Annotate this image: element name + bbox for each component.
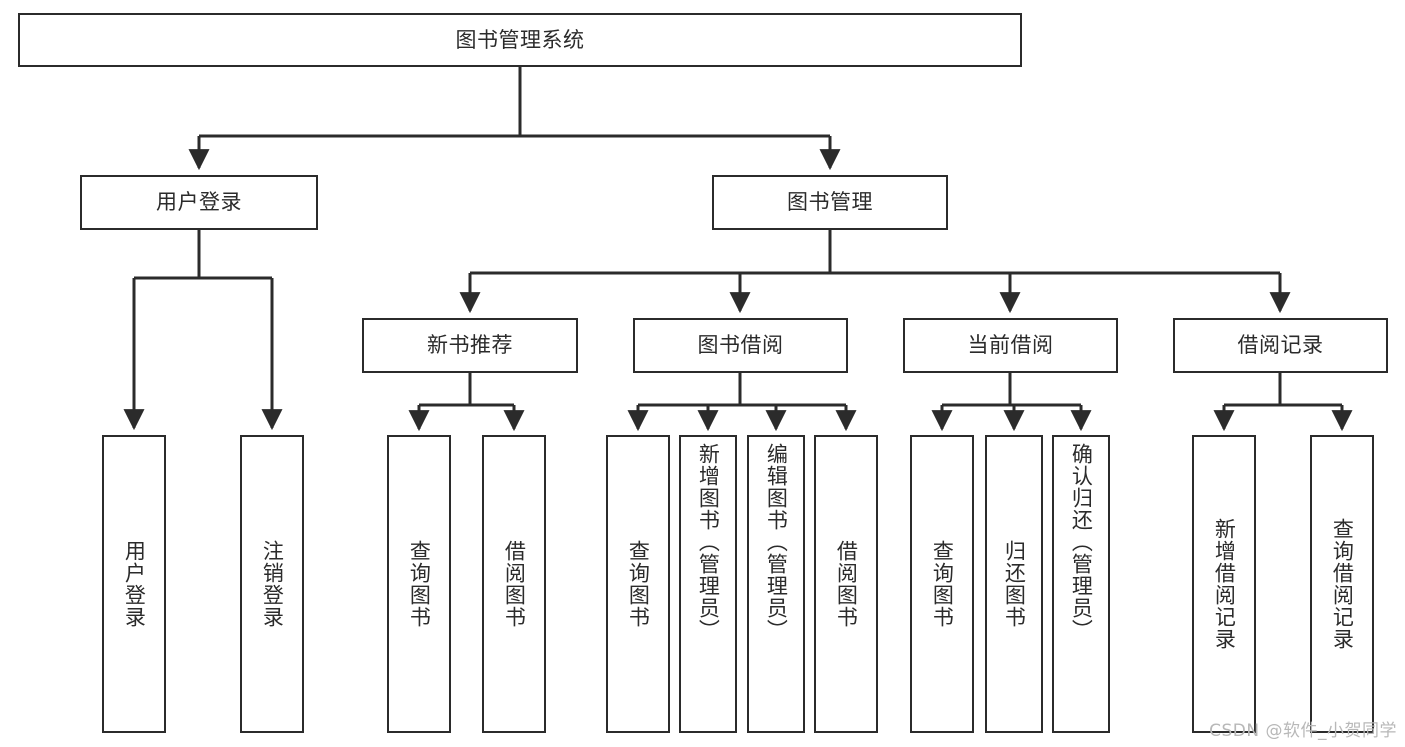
watermark-text: CSDN @软件_小贺同学 (1209, 721, 1397, 741)
node-new-book-recommend[interactable]: 新书推荐 (362, 318, 578, 373)
node-root-label: 图书管理系统 (455, 27, 585, 52)
node-current-borrow[interactable]: 当前借阅 (903, 318, 1118, 373)
leaf-borrow-books-borrow-label: 借阅图书 (834, 540, 859, 628)
node-current-borrow-label: 当前借阅 (967, 333, 1054, 357)
node-root[interactable]: 图书管理系统 (18, 13, 1022, 67)
leaf-return-books[interactable]: 归还图书 (985, 435, 1043, 733)
edges-userlogin-to-leaves (123, 230, 283, 431)
leaf-add-borrow-record[interactable]: 新增借阅记录 (1192, 435, 1256, 733)
node-book-borrow[interactable]: 图书借阅 (633, 318, 848, 373)
edges-current-to-leaves (931, 373, 1092, 432)
leaf-user-login[interactable]: 用户登录 (102, 435, 166, 733)
leaf-borrow-books-borrow[interactable]: 借阅图书 (814, 435, 878, 733)
edges-newbooks-to-leaves (408, 373, 525, 432)
edges-bookmgmt-to-level2 (459, 230, 1291, 314)
node-book-management[interactable]: 图书管理 (712, 175, 948, 230)
node-book-borrow-label: 图书借阅 (697, 333, 784, 357)
leaf-query-borrow-record[interactable]: 查询借阅记录 (1310, 435, 1374, 733)
leaf-query-books-newbooks[interactable]: 查询图书 (387, 435, 451, 733)
leaf-query-books-newbooks-label: 查询图书 (407, 540, 432, 628)
node-borrow-records[interactable]: 借阅记录 (1173, 318, 1388, 373)
edges-records-to-leaves (1213, 373, 1353, 432)
leaf-add-book-admin[interactable]: 新增图书（管理员） (679, 435, 737, 733)
leaf-add-borrow-record-label: 新增借阅记录 (1212, 518, 1237, 650)
leaf-borrow-books-newbooks-label: 借阅图书 (502, 540, 527, 628)
node-borrow-records-label: 借阅记录 (1237, 333, 1324, 357)
node-user-login[interactable]: 用户登录 (80, 175, 318, 230)
leaf-edit-book-admin[interactable]: 编辑图书（管理员） (747, 435, 805, 733)
leaf-logout[interactable]: 注销登录 (240, 435, 304, 733)
leaf-query-books-current[interactable]: 查询图书 (910, 435, 974, 733)
leaf-edit-book-admin-label: 编辑图书（管理员） (764, 443, 789, 641)
leaf-query-books-borrow[interactable]: 查询图书 (606, 435, 670, 733)
leaf-query-borrow-record-label: 查询借阅记录 (1330, 518, 1355, 650)
leaf-return-books-label: 归还图书 (1002, 540, 1027, 628)
leaf-user-login-label: 用户登录 (122, 540, 147, 628)
leaf-logout-label: 注销登录 (260, 540, 285, 628)
leaf-confirm-return-admin[interactable]: 确认归还（管理员） (1052, 435, 1110, 733)
leaf-confirm-return-admin-label: 确认归还（管理员） (1069, 443, 1094, 641)
node-new-book-recommend-label: 新书推荐 (427, 333, 513, 357)
leaf-query-books-current-label: 查询图书 (930, 540, 955, 628)
leaf-borrow-books-newbooks[interactable]: 借阅图书 (482, 435, 546, 733)
node-book-management-label: 图书管理 (787, 190, 873, 214)
leaf-query-books-borrow-label: 查询图书 (626, 540, 651, 628)
node-user-login-label: 用户登录 (156, 190, 242, 214)
edges-root-to-level1 (188, 67, 841, 171)
edges-borrow-to-leaves (627, 373, 857, 432)
leaf-add-book-admin-label: 新增图书（管理员） (696, 443, 721, 641)
